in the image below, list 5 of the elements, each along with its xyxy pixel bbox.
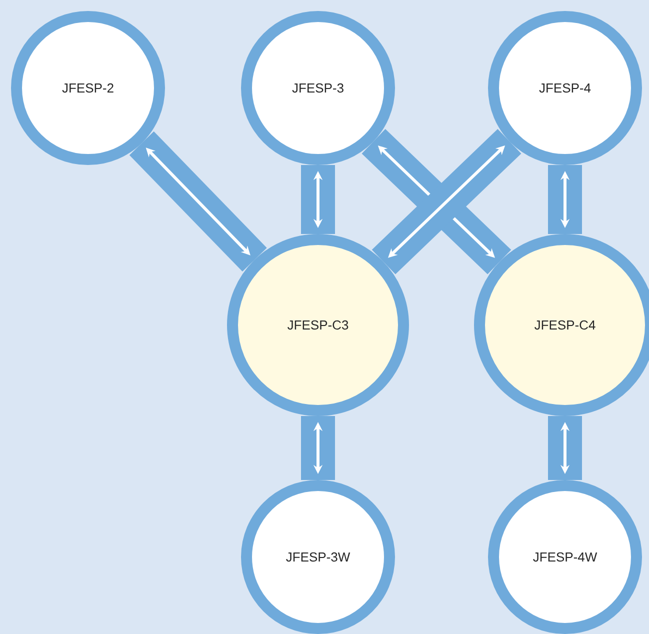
connector-band	[548, 165, 582, 234]
connector-band	[301, 416, 335, 480]
connector-band	[548, 416, 582, 480]
connector-band	[129, 131, 267, 272]
connector-band	[301, 165, 335, 234]
